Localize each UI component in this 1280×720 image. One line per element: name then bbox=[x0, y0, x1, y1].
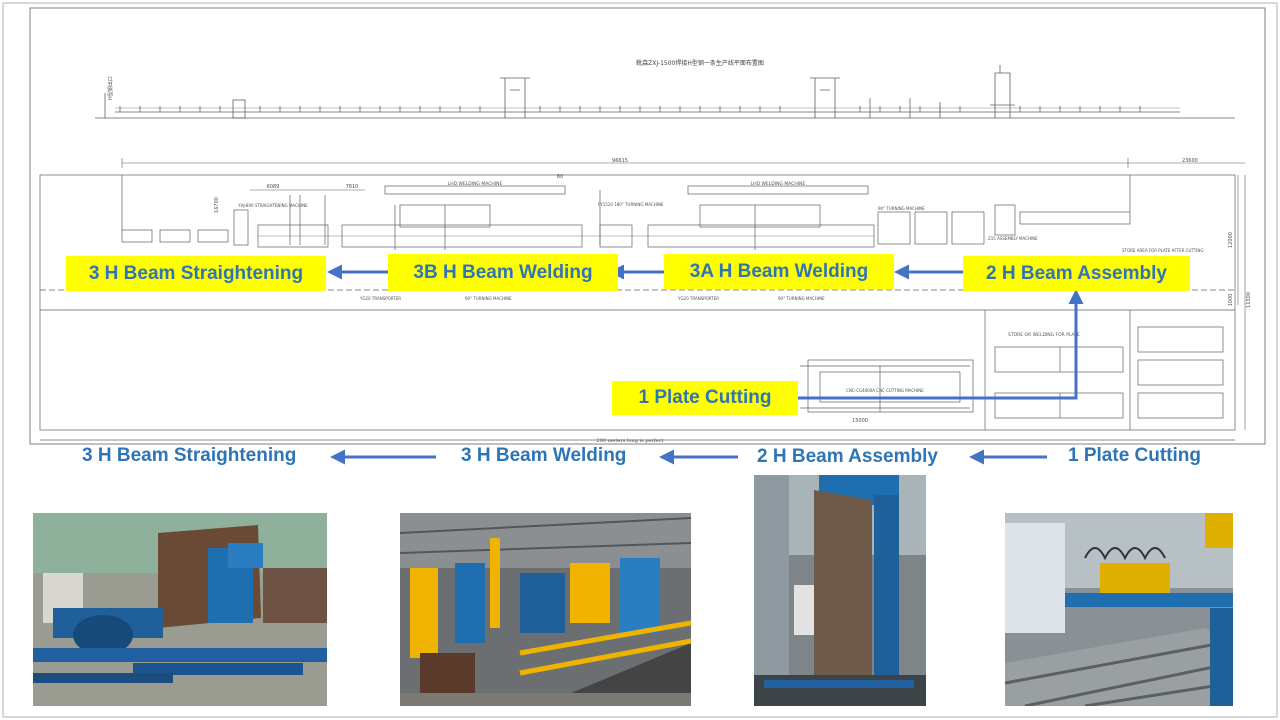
layout-arrows bbox=[327, 264, 1084, 400]
machine-label-store-plate: STORE AREA FOR PLATE AFTER CUTTING bbox=[1122, 248, 1203, 253]
label-welding-a: 3A H Beam Welding bbox=[664, 254, 894, 289]
machine-label-lhd-2: LHD WELDING MACHINE bbox=[751, 181, 806, 187]
drawing-border bbox=[29, 7, 1266, 445]
left-tag: H型钢出口 bbox=[107, 76, 114, 100]
dim-12000: 12000 bbox=[1228, 232, 1234, 248]
machine-label-turning-180: FY1520 180° TURNING MACHINE bbox=[598, 202, 664, 207]
assembly-photo bbox=[754, 475, 926, 706]
dimension-lines bbox=[121, 158, 1246, 430]
machine-label-turning-90b: 90° TURNING MACHINE bbox=[465, 296, 512, 301]
machine-label-transporter-1: YG20 TRANSPORTER bbox=[359, 296, 401, 301]
dim-11300: 11300 bbox=[1246, 292, 1252, 308]
dim-7810: 7810 bbox=[346, 184, 359, 190]
dim-right: 23600 bbox=[1182, 158, 1198, 164]
label-assembly: 2 H Beam Assembly bbox=[963, 256, 1190, 291]
flow-label-plate-cutting: 1 Plate Cutting bbox=[1068, 445, 1202, 466]
label-plate-cutting: 1 Plate Cutting bbox=[612, 381, 798, 415]
elevation-view bbox=[95, 65, 1235, 119]
dim-60: 60 bbox=[557, 174, 563, 180]
machine-label-store-welding: STORE OR WELDING FOR PLATE bbox=[1008, 332, 1080, 338]
drawing-title: 靴森ZXJ-1500焊接H型钢一条生产线平面布置图 bbox=[636, 59, 764, 67]
flow-label-welding: 3 H Beam Welding bbox=[461, 445, 627, 466]
flow-label-straightening: 3 H Beam Straightening bbox=[82, 445, 297, 466]
flow-label-assembly: 2 H Beam Assembly bbox=[757, 446, 938, 467]
cutting-photo bbox=[1005, 513, 1233, 706]
machine-label-turning-90c: 90° TURNING MACHINE bbox=[778, 296, 825, 301]
arrow-cutting-to-assembly bbox=[798, 289, 1084, 400]
welding-photo bbox=[400, 513, 691, 706]
dim-6089: 6089 bbox=[267, 184, 280, 190]
label-straightening: 3 H Beam Straightening bbox=[66, 256, 326, 291]
machine-label-turning-90: 90° TURNING MACHINE bbox=[878, 206, 925, 211]
straightening-photo bbox=[33, 513, 327, 706]
machine-label-transporter-2: YG20 TRANSPORTER bbox=[677, 296, 719, 301]
machine-label-straightening: YHJ-800 STRAIGHTENING MACHINE bbox=[237, 203, 308, 208]
machine-label-lhd-1: LHD WELDING MACHINE bbox=[448, 181, 503, 187]
label-welding-b: 3B H Beam Welding bbox=[388, 254, 618, 291]
dim-total: 96615 bbox=[612, 158, 628, 164]
bottom-note: 200 meters long is perfect bbox=[597, 438, 664, 444]
machine-label-cnc: CNC-CG4000A CNC CUTTING MACHINE bbox=[846, 388, 924, 393]
machine-label-assembly: Z15 ASSEMBLY MACHINE bbox=[988, 236, 1038, 241]
dim-16700: 16700 bbox=[214, 197, 220, 213]
dim-15000: 15000 bbox=[852, 418, 868, 424]
dim-1000: 1000 bbox=[1228, 294, 1234, 307]
plan-view bbox=[39, 174, 1236, 441]
